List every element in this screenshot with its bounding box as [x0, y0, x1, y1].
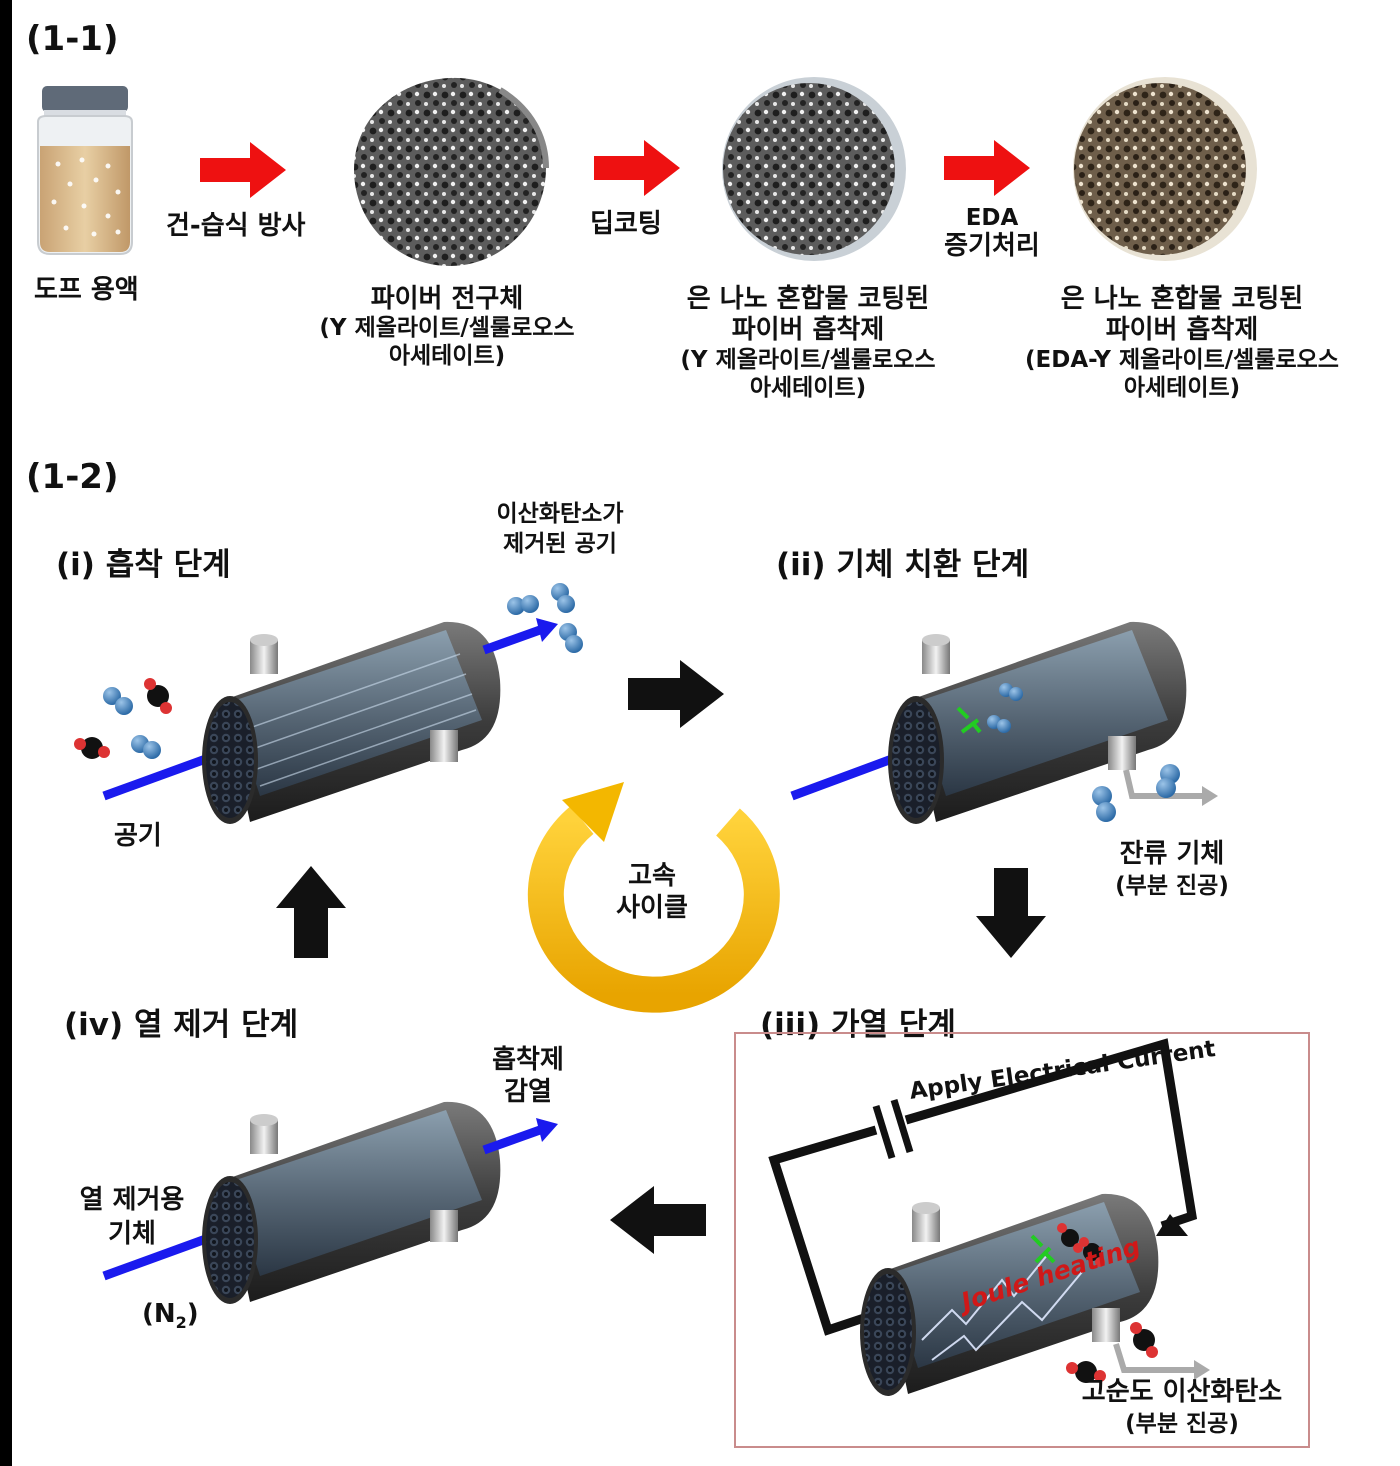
- displacement-module: [790, 621, 1218, 824]
- adsorption-module: [74, 618, 558, 824]
- arrow-to-heat-removal: [610, 1186, 706, 1254]
- red-arrow-1: [200, 142, 286, 198]
- pure-co2-label-line1: 고순도 이산화탄소: [1081, 1377, 1283, 1407]
- caption-coated-line2: 파이버 흡착제: [731, 315, 885, 345]
- nitrogen-label: (N2): [142, 1299, 199, 1333]
- caption-eda-line1: 은 나노 혼합물 코팅된: [1060, 284, 1304, 314]
- sorbent-cooling-label-line1: 흡착제: [492, 1045, 564, 1075]
- joule-heating-module: [768, 1038, 1210, 1396]
- red-arrow-2: [594, 140, 680, 196]
- caption-eda-line2: 파이버 흡착제: [1105, 315, 1259, 345]
- clean-air-label-line1: 이산화탄소가: [496, 501, 624, 527]
- dope-solution-jar-icon: [37, 86, 133, 255]
- caption-eda-line4: 아세테이트): [1123, 375, 1241, 401]
- caption-precursor-line1: 파이버 전구체: [370, 284, 524, 314]
- step-label-spinning: 건-습식 방사: [166, 211, 306, 241]
- fiber-precursor-icon: [354, 77, 549, 267]
- residual-gas-label-line1: 잔류 기체: [1119, 839, 1225, 869]
- caption-dope-solution: 도프 용액: [34, 275, 139, 305]
- residual-gas-label-line2: (부분 진공): [1115, 873, 1229, 899]
- step-title-heat-removal: (iv) 열 제거 단계: [64, 1007, 299, 1043]
- arrow-to-heating: [976, 868, 1046, 958]
- caption-coated-line1: 은 나노 혼합물 코팅된: [686, 284, 930, 314]
- coated-fiber-icon: [722, 77, 906, 261]
- purge-gas-label-line2: 기체: [108, 1219, 156, 1249]
- step-label-dip-coating: 딥코팅: [590, 209, 662, 239]
- arrow-to-displacement: [628, 660, 724, 728]
- cycle-label-line2: 사이클: [616, 893, 688, 923]
- heat-removal-module: [102, 1101, 558, 1304]
- heating-step-frame: [734, 1032, 1310, 1448]
- sorbent-cooling-label-line2: 감열: [504, 1077, 552, 1107]
- panel-label-1-1: (1-1): [26, 19, 119, 59]
- step-title-adsorption: (i) 흡착 단계: [56, 547, 231, 583]
- eda-treated-fiber-icon: [1073, 77, 1257, 261]
- caption-precursor-line3: 아세테이트): [388, 343, 506, 369]
- arrow-to-adsorption: [276, 866, 346, 958]
- figure-canvas: (1-1) 건-습식 방사 딥코팅 EDA 증기처리 도: [12, 0, 1400, 1466]
- step-title-gas-displacement: (ii) 기체 치환 단계: [776, 547, 1030, 583]
- caption-coated-line4: 아세테이트): [749, 375, 867, 401]
- pure-co2-label-line2: (부분 진공): [1125, 1411, 1239, 1437]
- step-label-vapor-treatment: 증기처리: [944, 231, 1040, 261]
- air-inlet-label: 공기: [114, 821, 162, 851]
- red-arrow-3: [944, 140, 1030, 196]
- cycle-label-line1: 고속: [628, 861, 676, 891]
- step-label-eda: EDA: [965, 205, 1019, 231]
- clean-air-label-line2: 제거된 공기: [503, 531, 617, 557]
- caption-coated-line3: (Y 제올라이트/셀룰로오스: [680, 347, 936, 373]
- fast-cycle-ring-icon: [527, 782, 780, 1013]
- clean-air-molecules: [507, 583, 583, 653]
- air-molecules: [74, 678, 172, 759]
- caption-eda-line3: (EDA-Y 제올라이트/셀룰로오스: [1025, 347, 1339, 373]
- step-title-heating: (iii) 가열 단계: [760, 1007, 956, 1043]
- purge-gas-label-line1: 열 제거용: [79, 1185, 185, 1215]
- panel-label-1-2: (1-2): [26, 457, 119, 497]
- caption-precursor-line2: (Y 제올라이트/셀룰로오스: [319, 315, 575, 341]
